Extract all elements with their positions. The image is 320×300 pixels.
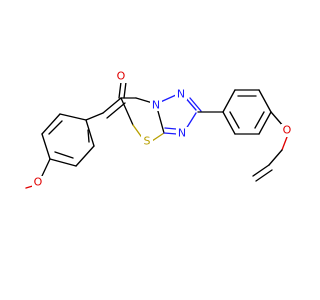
allyloxy-oxygen-label: O <box>283 124 292 137</box>
allyloxyphenyl-ring <box>197 89 272 135</box>
ring-b-inner-3 <box>229 111 240 129</box>
atom-labels: O N N N S O O <box>32 70 293 189</box>
bond-n-c-double-2 <box>164 127 177 130</box>
bond-exocyclic-2 <box>106 102 126 119</box>
carbonyl-oxygen-label: O <box>117 70 126 83</box>
structure-diagram: O N N N S O O <box>25 70 293 189</box>
bond-ch-ch2-1 <box>252 164 270 177</box>
ring-a-inner-2 <box>54 151 74 159</box>
thiazole-sulfur-label: S <box>144 135 151 148</box>
ring-a-inner-1 <box>87 129 90 143</box>
bond-ch2-ch <box>268 149 283 166</box>
ring-a-bond-1 <box>85 119 95 147</box>
ring-b-bond-1 <box>222 89 236 113</box>
bond-aryl-o <box>41 158 51 177</box>
ring-b-bond-4 <box>258 111 272 135</box>
ring-b-bond-3 <box>258 89 272 113</box>
methoxy-oxygen-label: O <box>34 176 43 189</box>
bond-c-n-lower <box>185 112 197 130</box>
ring-a-inner-3 <box>48 120 63 135</box>
bond-exocyclic-1 <box>102 97 122 114</box>
benzylidene-bridge <box>85 97 126 121</box>
bond-vinyl-aryl <box>85 112 104 121</box>
ring-a-bond-3 <box>49 158 77 167</box>
ring-a-bond-2 <box>75 145 95 167</box>
bond-o-ch2 <box>281 136 288 151</box>
triazole-n3-label: N <box>178 127 186 140</box>
bond-n-c-double <box>189 97 202 112</box>
triazole-n1-label: N <box>152 99 160 112</box>
ring-b-bond-6 <box>222 111 236 135</box>
molecule-drawing: O N N N S O O <box>25 70 293 189</box>
triazole-n2-label: N <box>177 88 185 101</box>
bond-c-o-1 <box>118 81 122 99</box>
bond-n-c-junction <box>163 132 178 135</box>
bond-c-o-2 <box>123 81 127 99</box>
carbonyl-group <box>118 81 127 99</box>
ring-a-bond-4 <box>41 133 51 160</box>
ring-b-inner-2 <box>254 111 265 129</box>
bond-c-c-ring <box>120 97 134 126</box>
ring-a-bond-5 <box>41 113 61 135</box>
bond-s-c <box>151 132 165 142</box>
ring-a-bond-6 <box>59 113 87 121</box>
methoxyphenyl-ring <box>41 113 95 167</box>
bond-ch-ch2-2 <box>255 169 273 182</box>
